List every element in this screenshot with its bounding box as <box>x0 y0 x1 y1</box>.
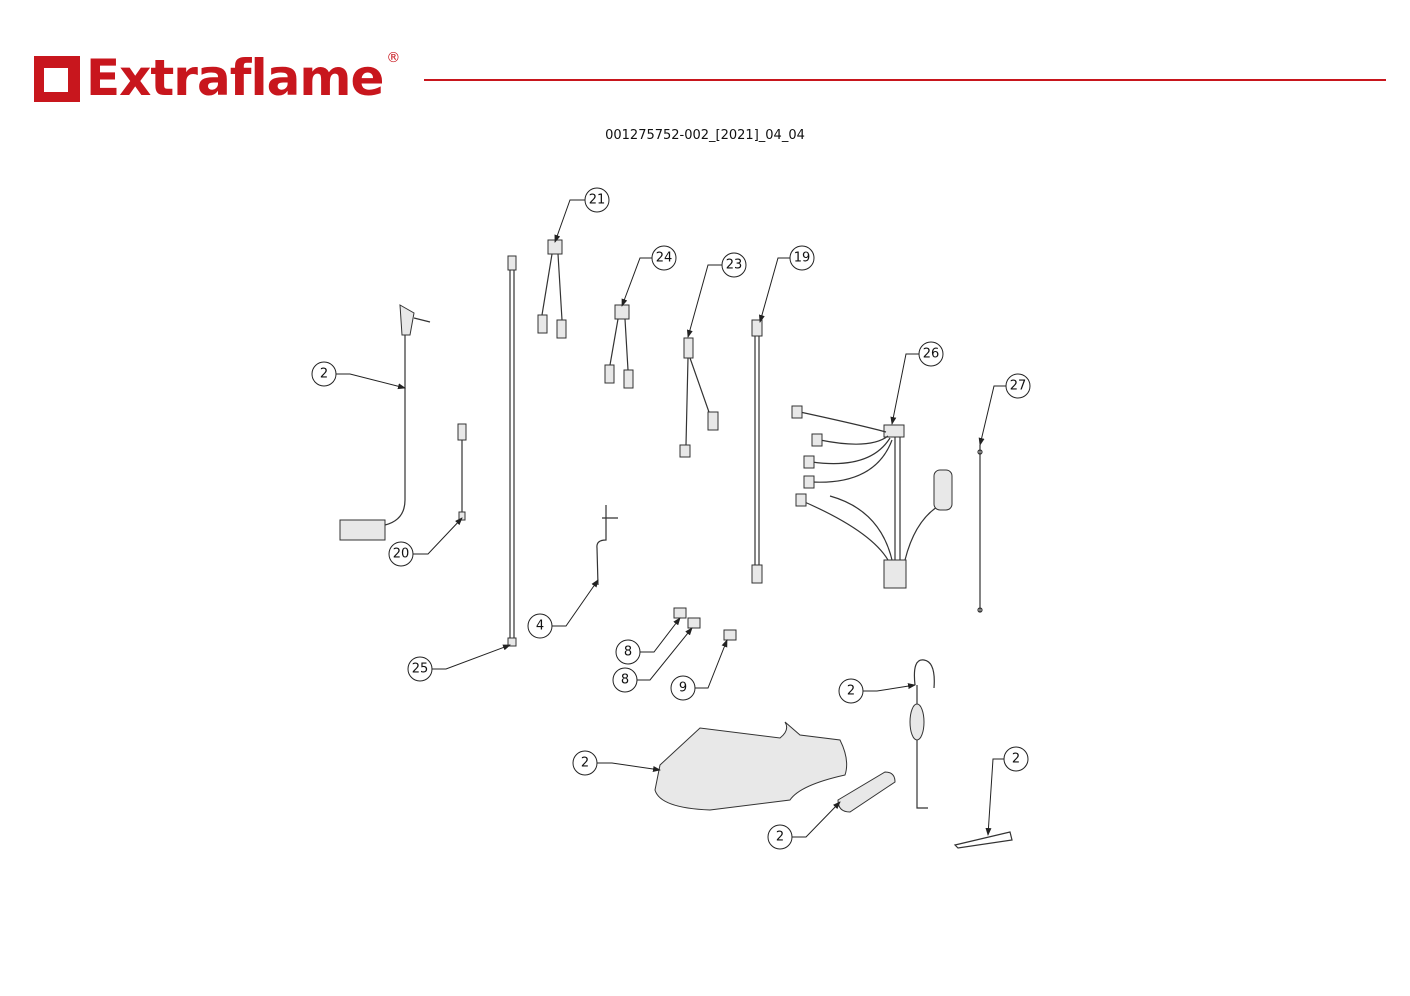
brand-name: Extraflame <box>86 49 384 107</box>
registered-mark: ® <box>386 50 401 66</box>
leader-lines <box>336 199 1006 838</box>
svg-text:2: 2 <box>847 684 855 699</box>
svg-text:2: 2 <box>581 756 589 771</box>
header-rule <box>424 79 1386 81</box>
svg-text:21: 21 <box>589 193 606 208</box>
cable-25-part <box>507 255 517 647</box>
svg-text:4: 4 <box>536 619 544 634</box>
cable-20-part <box>457 423 467 521</box>
logo-mark-icon <box>34 56 80 102</box>
extraflame-logo: Extraflame ® <box>34 50 400 106</box>
svg-text:2: 2 <box>1012 752 1020 767</box>
callout-27: 27 <box>1005 373 1031 399</box>
probe-4-part <box>596 505 618 586</box>
callout-2-remote: 2 <box>767 824 793 850</box>
callout-4: 4 <box>527 613 553 639</box>
callout-2-hook: 2 <box>838 678 864 704</box>
callout-20: 20 <box>388 541 414 567</box>
callout-19: 19 <box>789 245 815 271</box>
svg-text:2: 2 <box>320 367 328 382</box>
remote-control-part <box>837 771 896 813</box>
svg-text:8: 8 <box>624 645 632 660</box>
svg-text:19: 19 <box>794 251 811 266</box>
callout-2-allen-key: 2 <box>1003 746 1029 772</box>
cable-21-part <box>537 239 567 339</box>
clips-8-part <box>673 607 701 629</box>
callout-2-power-cord: 2 <box>311 361 337 387</box>
wiring-harness-26-part <box>791 405 953 589</box>
clip-9-part <box>723 629 737 641</box>
callout-26: 26 <box>918 341 944 367</box>
cable-19-part <box>751 319 763 584</box>
document-id: 001275752-002_[2021]_04_04 <box>605 128 805 143</box>
glove-part <box>654 721 848 811</box>
svg-text:9: 9 <box>679 681 687 696</box>
hook-tool-part <box>909 659 935 809</box>
svg-text:25: 25 <box>412 662 429 677</box>
callout-23: 23 <box>721 252 747 278</box>
callout-25: 25 <box>407 656 433 682</box>
cable-27-part <box>977 445 983 613</box>
svg-text:2: 2 <box>776 830 784 845</box>
allen-key-part <box>953 831 1013 849</box>
callout-2-glove: 2 <box>572 750 598 776</box>
callout-8-a: 8 <box>615 639 641 665</box>
cable-23-part <box>679 337 719 458</box>
power-cord-part <box>339 304 431 541</box>
callout-24: 24 <box>651 245 677 271</box>
callout-21: 21 <box>584 187 610 213</box>
callout-9: 9 <box>670 675 696 701</box>
svg-text:20: 20 <box>393 547 410 562</box>
svg-text:27: 27 <box>1010 379 1027 394</box>
cable-24-part <box>604 304 634 389</box>
svg-text:26: 26 <box>923 347 940 362</box>
svg-text:24: 24 <box>656 251 673 266</box>
svg-text:23: 23 <box>726 258 743 273</box>
svg-text:8: 8 <box>621 673 629 688</box>
callout-8-b: 8 <box>612 667 638 693</box>
